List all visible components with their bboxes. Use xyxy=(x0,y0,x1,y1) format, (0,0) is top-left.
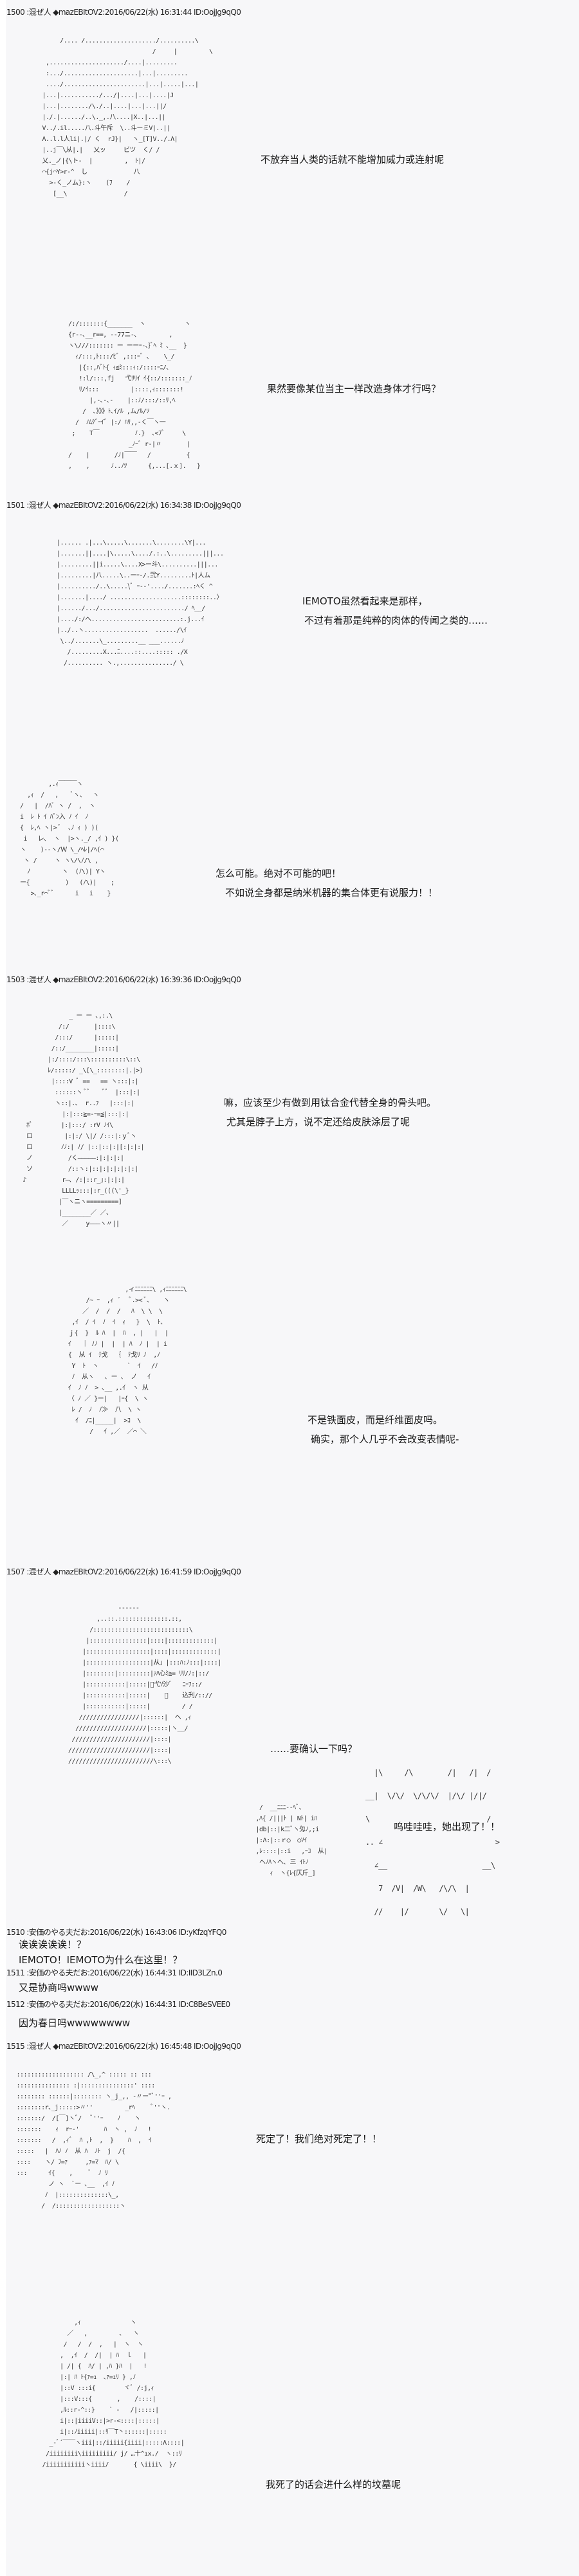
dialogue-line: 不是铁面皮，而是纤维面皮吗。 xyxy=(308,1414,443,1426)
dialogue-line: 不放弃当人类的话就不能增加威力或连射呢 xyxy=(261,154,445,165)
reply-line: 又是协商吗wwww xyxy=(19,1982,99,1993)
ascii-art-character: ------ ,..::.::::::::::::::.::, /:::::::… xyxy=(68,1605,221,1765)
post-header-1510: 1510 :安価のやる夫だお:2016/06/22(水) 16:43:06 ID… xyxy=(6,1928,226,1937)
dialogue-line: 不过有着那是纯粹的肉体的传闻之类的…… xyxy=(304,615,488,626)
page-background xyxy=(6,0,579,2576)
shout-bubble-text: 呜哇哇哇，她出现了！！ xyxy=(394,1821,501,1833)
dialogue-line: 尤其是脖子上方，说不定还给皮肤涂层了呢 xyxy=(226,1116,410,1128)
ascii-art-character: /:/:::::::{_______ ヽ ヽ {r--､__r==, --77ニ… xyxy=(68,321,201,470)
dialogue-block: IEMOTO虽然看起来是那样， 不过有着那是纯粹的肉体的传闻之类的…… xyxy=(302,592,488,630)
post-header-1511: 1511 :安価のやる夫だお:2016/06/22(水) 16:44:31 ID… xyxy=(6,1968,223,1977)
dialogue-line: 确实，那个人几乎不会改变表情呢- xyxy=(311,1433,459,1445)
dialogue-line: 怎么可能。绝对不可能的吧！ xyxy=(216,868,342,879)
dialogue-line: IEMOTO虽然看起来是那样， xyxy=(302,595,428,607)
post-header-1501: 1501 :混ぜ人 ◆mazEBItOV2:2016/06/22(水) 16:3… xyxy=(6,501,241,510)
post-header-1515: 1515 :混ぜ人 ◆mazEBItOV2:2016/06/22(水) 16:4… xyxy=(6,2042,241,2051)
post-header-1503: 1503 :混ぜ人 ◆mazEBItOV2:2016/06/22(水) 16:3… xyxy=(6,975,241,984)
ascii-art-character: /.... /..................../..........\ … xyxy=(42,37,213,198)
ascii-art-character: |...... .|...\.....\.......\........\Y|.… xyxy=(57,539,224,667)
shout-bubble-outline: |\ /\ /| /| / __| \/\/ \/\/\/ |/\/ |/|/ … xyxy=(365,1768,500,1916)
ascii-art-character: ,ィﾆﾆﾆﾆﾆﾆ\ ,ｨﾆﾆﾆﾆﾆﾆ\ /~ ｰ ,ｨ ´ ﾞ.>< ﾞ、 ヽ … xyxy=(68,1286,187,1435)
dialogue-line: 死定了！我们绝对死定了！！ xyxy=(256,2133,382,2145)
dialogue-block: 不是铁面皮，而是纤维面皮吗。 确实，那个人几乎不会改变表情呢- xyxy=(308,1410,459,1449)
ascii-art-small-face: / __ﾆﾆﾆ--ﾍﾞ、 ,ﾊ{ /|||ﾄ | Nﾄ| iﾊ |db|::|k… xyxy=(255,1804,328,1877)
post-header-1507: 1507 :混ぜ人 ◆mazEBItOV2:2016/06/22(水) 16:4… xyxy=(6,1567,241,1576)
ascii-art-character: ,ｨ ヽ ／ , ､ ヽ / / / , | ヽ ヽ , ,ｲ / /| | ﾊ… xyxy=(42,2319,185,2469)
post-header-1512: 1512 :安価のやる夫だお:2016/06/22(水) 16:44:31 ID… xyxy=(6,2000,230,2009)
reply-line: IEMOTO！IEMOTO为什么在这里！？ xyxy=(19,1954,183,1966)
reply-line: 诶诶诶诶诶！？ xyxy=(19,1939,87,1950)
dialogue-line: 不如说全身都是纳米机器的集合体更有说服力！！ xyxy=(225,887,438,899)
dialogue-line: ……要确认一下吗？ xyxy=(270,1743,358,1755)
dialogue-line: 嘛，应该至少有做到用钛合金代替全身的骨头吧。 xyxy=(224,1097,437,1108)
dialogue-block: 怎么可能。绝对不可能的吧！ 不如说全身都是纳米机器的集合体更有说服力！！ xyxy=(216,864,437,902)
ascii-art-character: ,.ｨ￣￣￣ヽ ,ｨ / , ﾞヽ、 ヽ / | /ﾊﾞ ヽ / , ヽ i ﾚ… xyxy=(20,781,119,897)
dialogue-line: 我死了的话会进什么样的坟墓呢 xyxy=(266,2479,401,2490)
ascii-art-character: _ ー ー ､,:.\ /:/ |::::\ /:::/ |:::::| /::… xyxy=(23,1013,145,1227)
post-header-1500: 1500 :混ぜ人 ◆mazEBItOV2:2016/06/22(水) 16:3… xyxy=(6,8,241,17)
dialogue-block: 嘛，应该至少有做到用钛合金代替全身的骨头吧。 尤其是脖子上方，说不定还给皮肤涂层… xyxy=(224,1093,436,1132)
ascii-art-character: ::::::::::::::::::: /\_,^ ::::: :: ::: :… xyxy=(16,2071,172,2210)
dialogue-line: 果然要像某位当主一样改造身体才行吗？ xyxy=(267,383,441,395)
reply-line: 因为春日吗wwwwwwww xyxy=(19,2017,131,2029)
